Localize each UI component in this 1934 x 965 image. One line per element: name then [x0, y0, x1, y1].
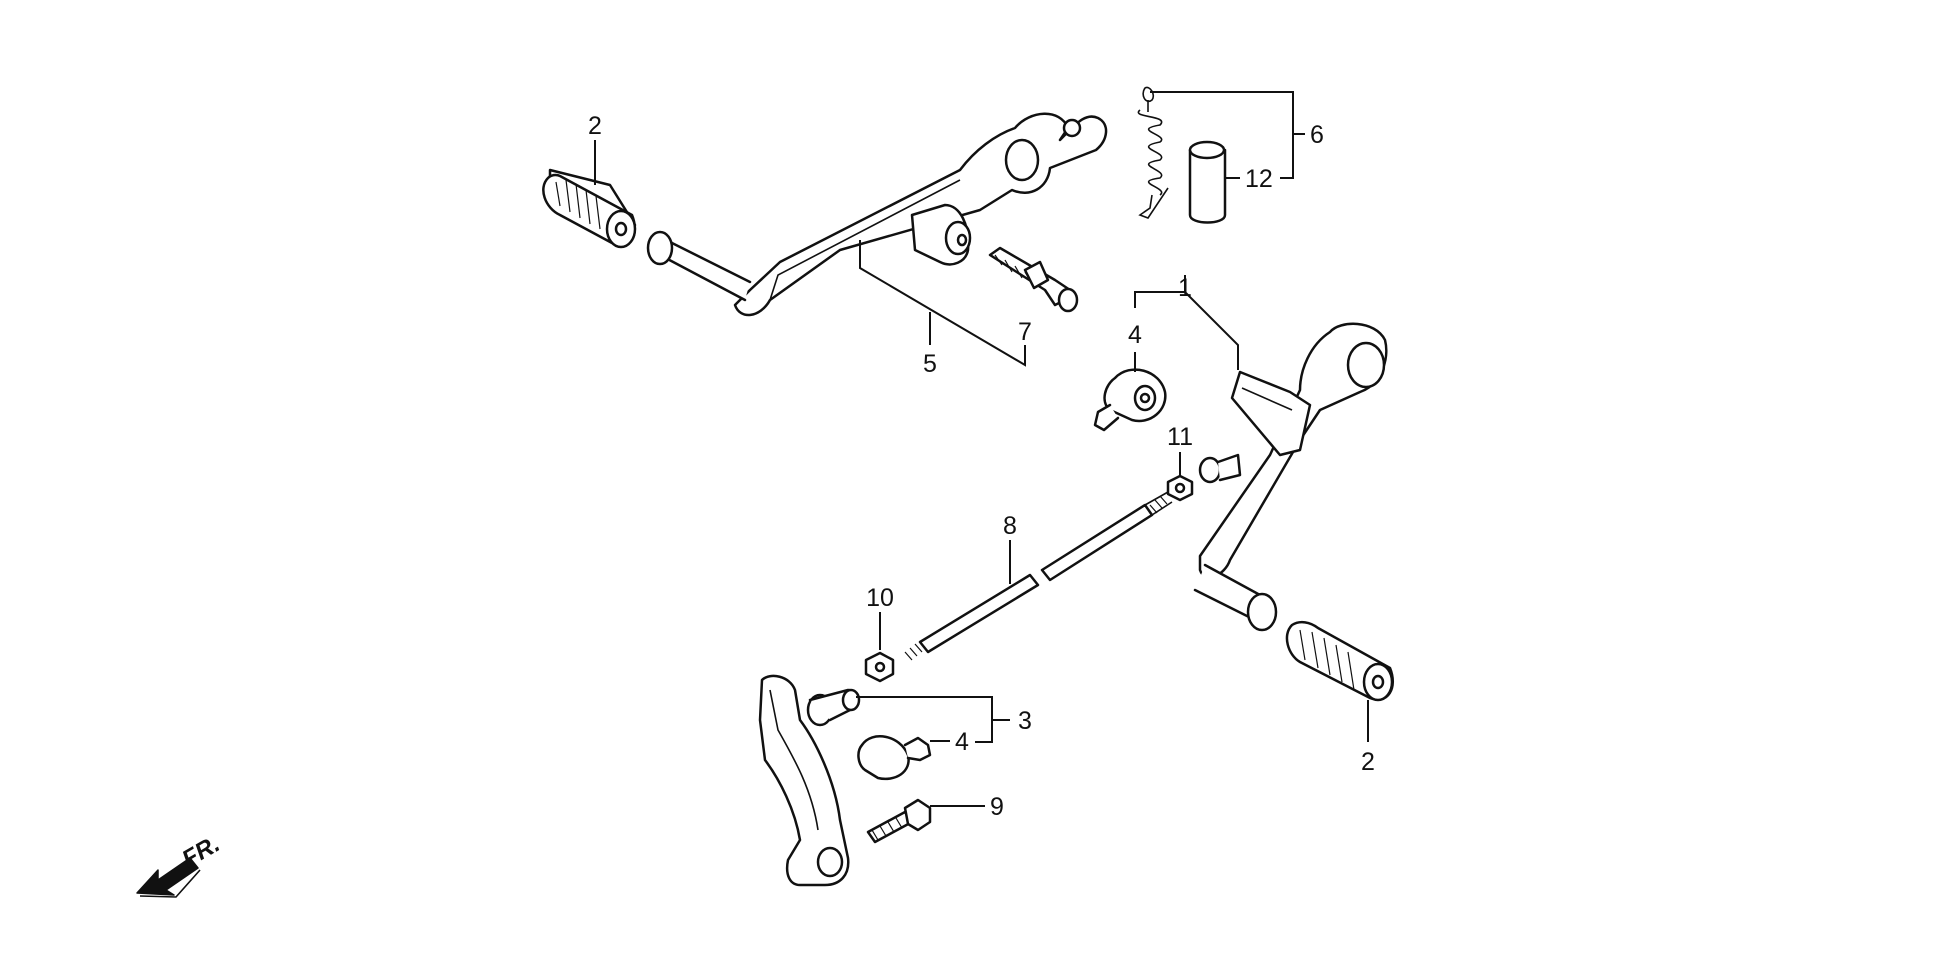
pivot-bolt: [988, 246, 1079, 313]
callout-8: 8: [1003, 512, 1017, 540]
callout-3: 3: [1018, 707, 1032, 735]
rubber-peg-upper: [542, 168, 637, 249]
callout-6: 6: [1310, 121, 1324, 149]
return-spring: [1137, 86, 1169, 219]
callout-9: 9: [990, 793, 1004, 821]
bolt-9: [866, 798, 932, 844]
shift-pedal-right: [1193, 322, 1388, 632]
callout-2-bottom: 2: [1361, 748, 1375, 776]
ball-joint-upper: [1093, 368, 1167, 432]
callout-10: 10: [866, 584, 894, 612]
shift-arm-lower: [758, 674, 861, 887]
nut-10: [864, 651, 895, 683]
callout-4-bottom: 4: [955, 728, 969, 756]
spring-collar: [1188, 140, 1227, 224]
callout-labels: 2 5 7 6 12 1 4 11 8 10 3 4 9 2: [588, 112, 1375, 821]
callout-2-top: 2: [588, 112, 602, 140]
leader-lines: [594, 91, 1369, 807]
pedal-assembly-upper: [646, 112, 1108, 317]
nut-11: [1166, 474, 1194, 502]
callout-11: 11: [1167, 423, 1193, 451]
callout-1: 1: [1178, 274, 1192, 302]
callout-5: 5: [923, 350, 937, 378]
callout-4-top: 4: [1128, 321, 1142, 349]
front-direction-indicator: FR.: [136, 830, 224, 898]
front-arrow-icon: [136, 857, 199, 896]
callout-12: 12: [1245, 165, 1273, 193]
callout-7: 7: [1018, 318, 1032, 346]
ball-joint-lower: [857, 735, 932, 781]
rubber-peg-lower: [1285, 620, 1395, 702]
tie-rod: [904, 491, 1173, 661]
